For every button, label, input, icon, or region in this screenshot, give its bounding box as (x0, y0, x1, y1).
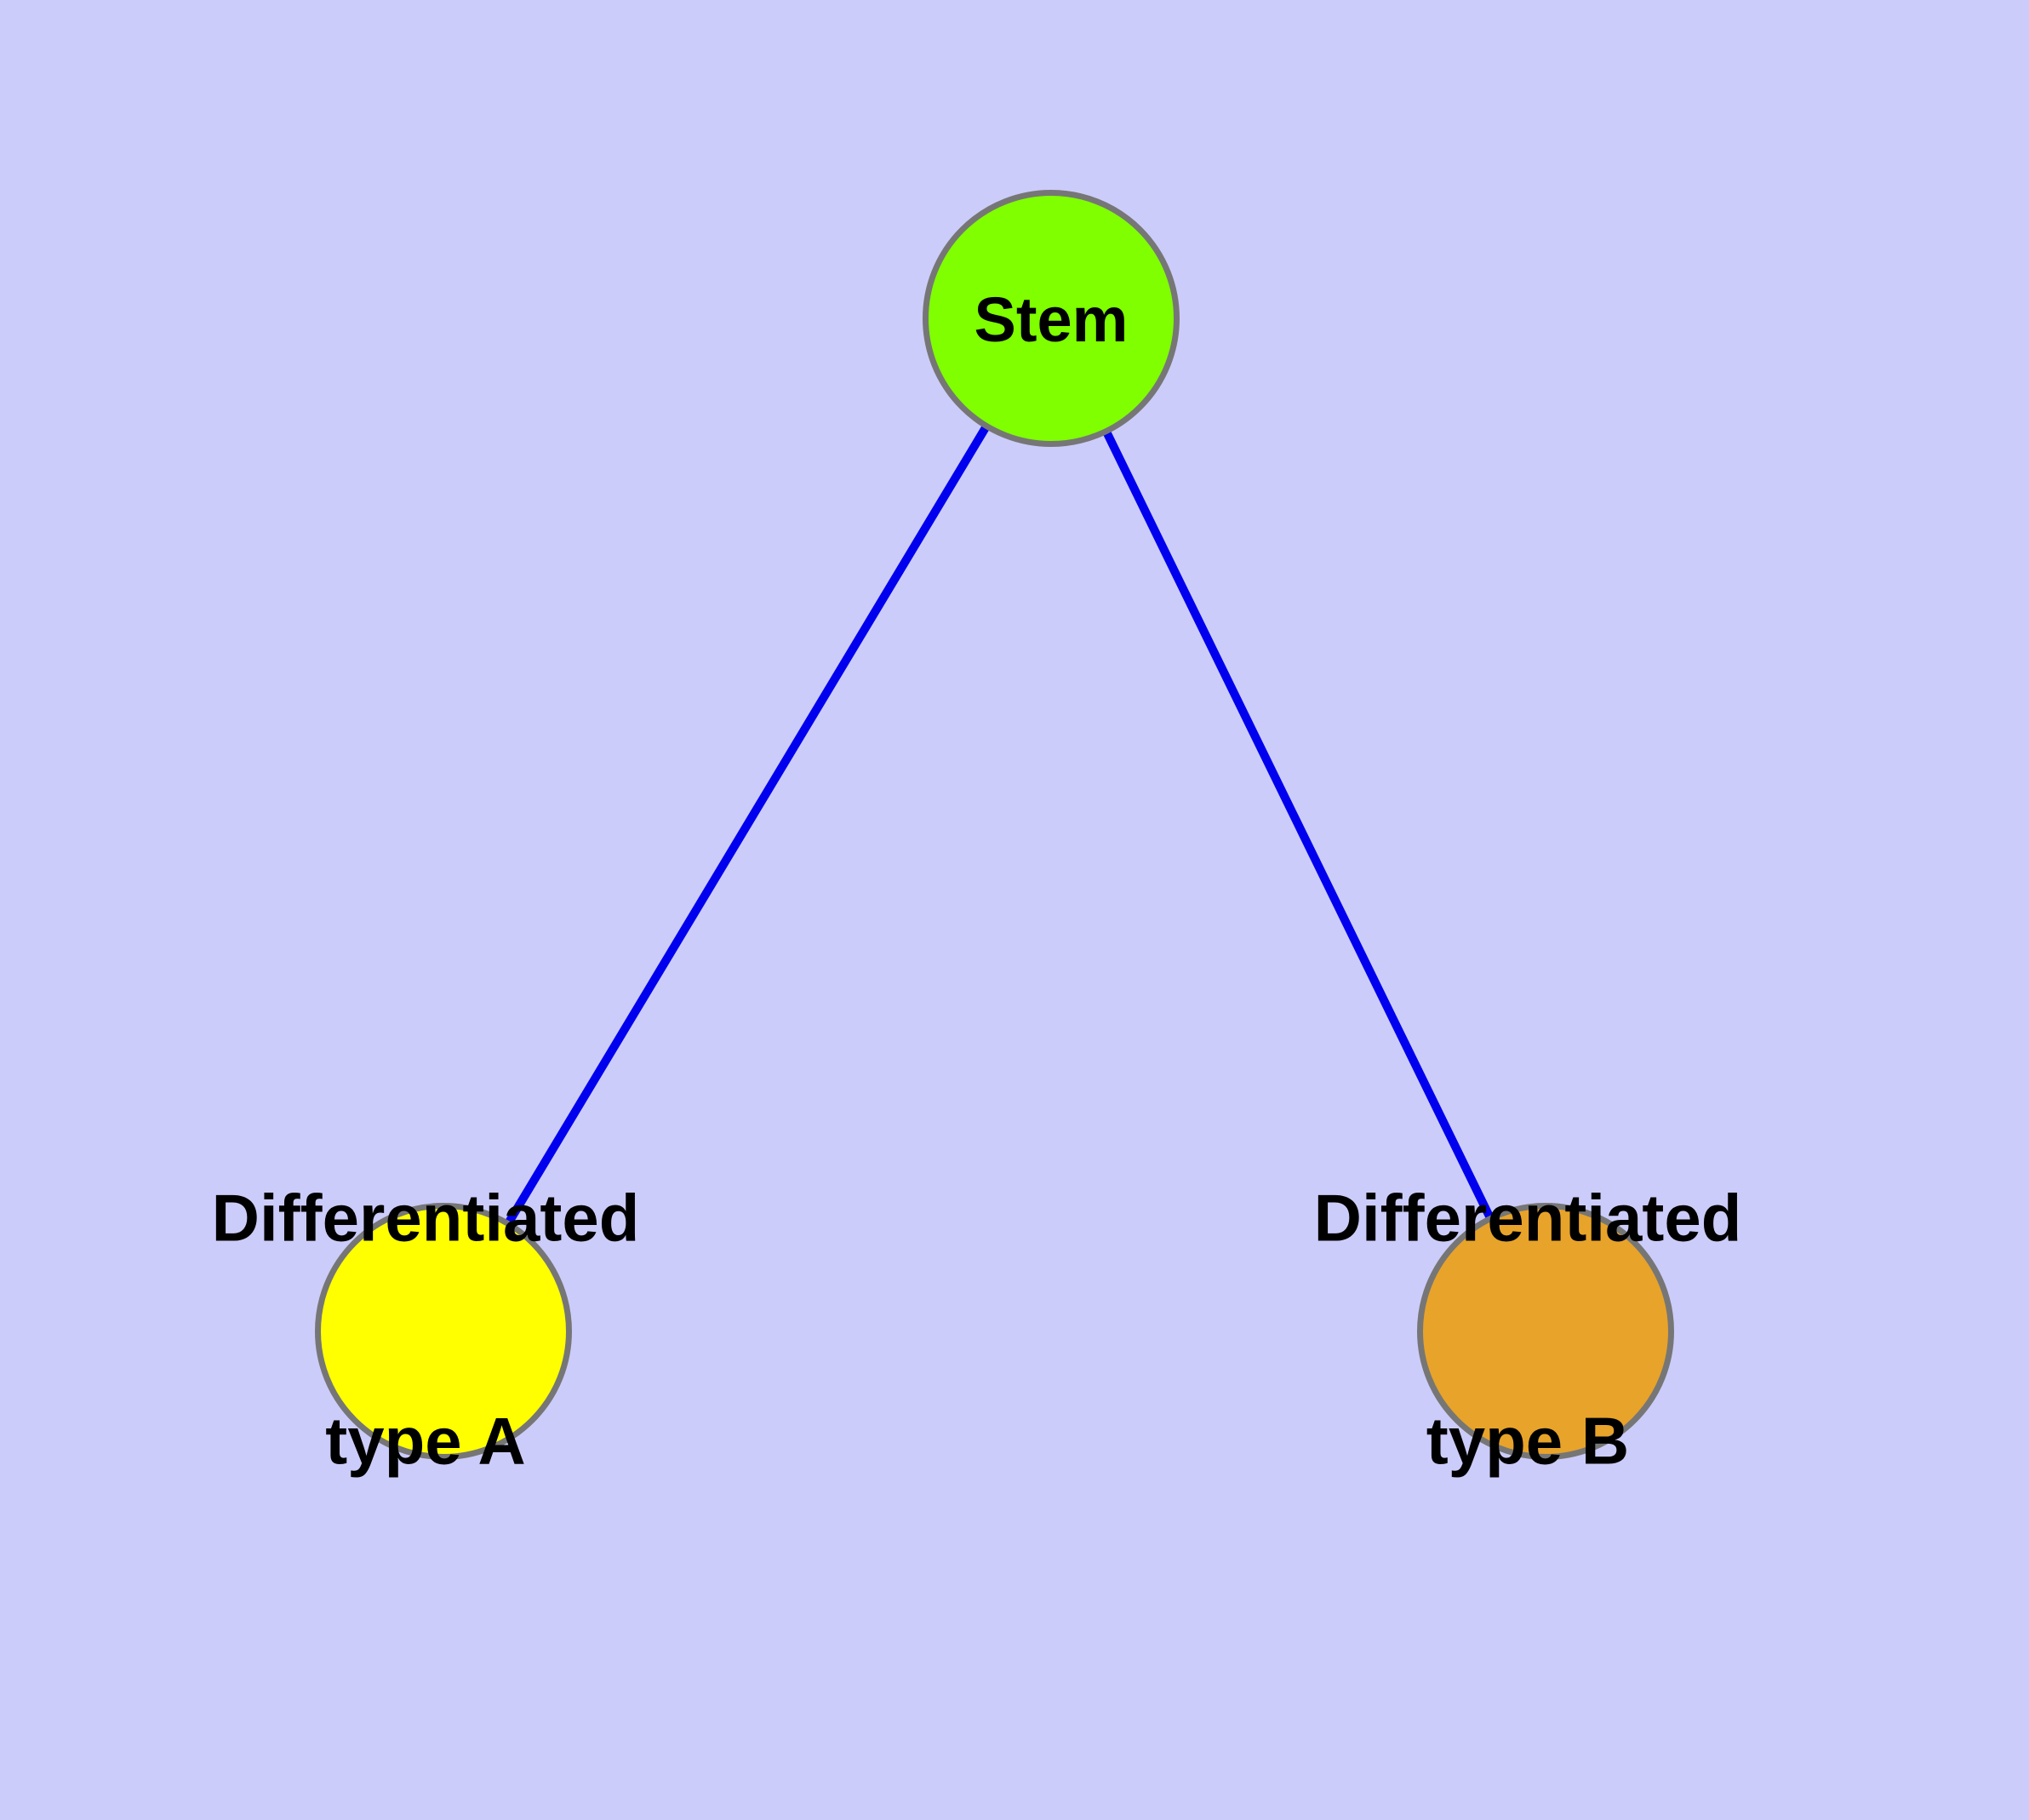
edge-stem-to-differentiated-type-a[interactable] (504, 423, 991, 1227)
edges-layer (504, 423, 1495, 1227)
node-stem[interactable] (923, 190, 1180, 447)
node-differentiated-type-a[interactable] (315, 1203, 572, 1460)
nodes-layer (315, 190, 1674, 1460)
node-differentiated-type-b[interactable] (1417, 1203, 1674, 1460)
edge-stem-to-differentiated-type-b[interactable] (1102, 428, 1495, 1222)
